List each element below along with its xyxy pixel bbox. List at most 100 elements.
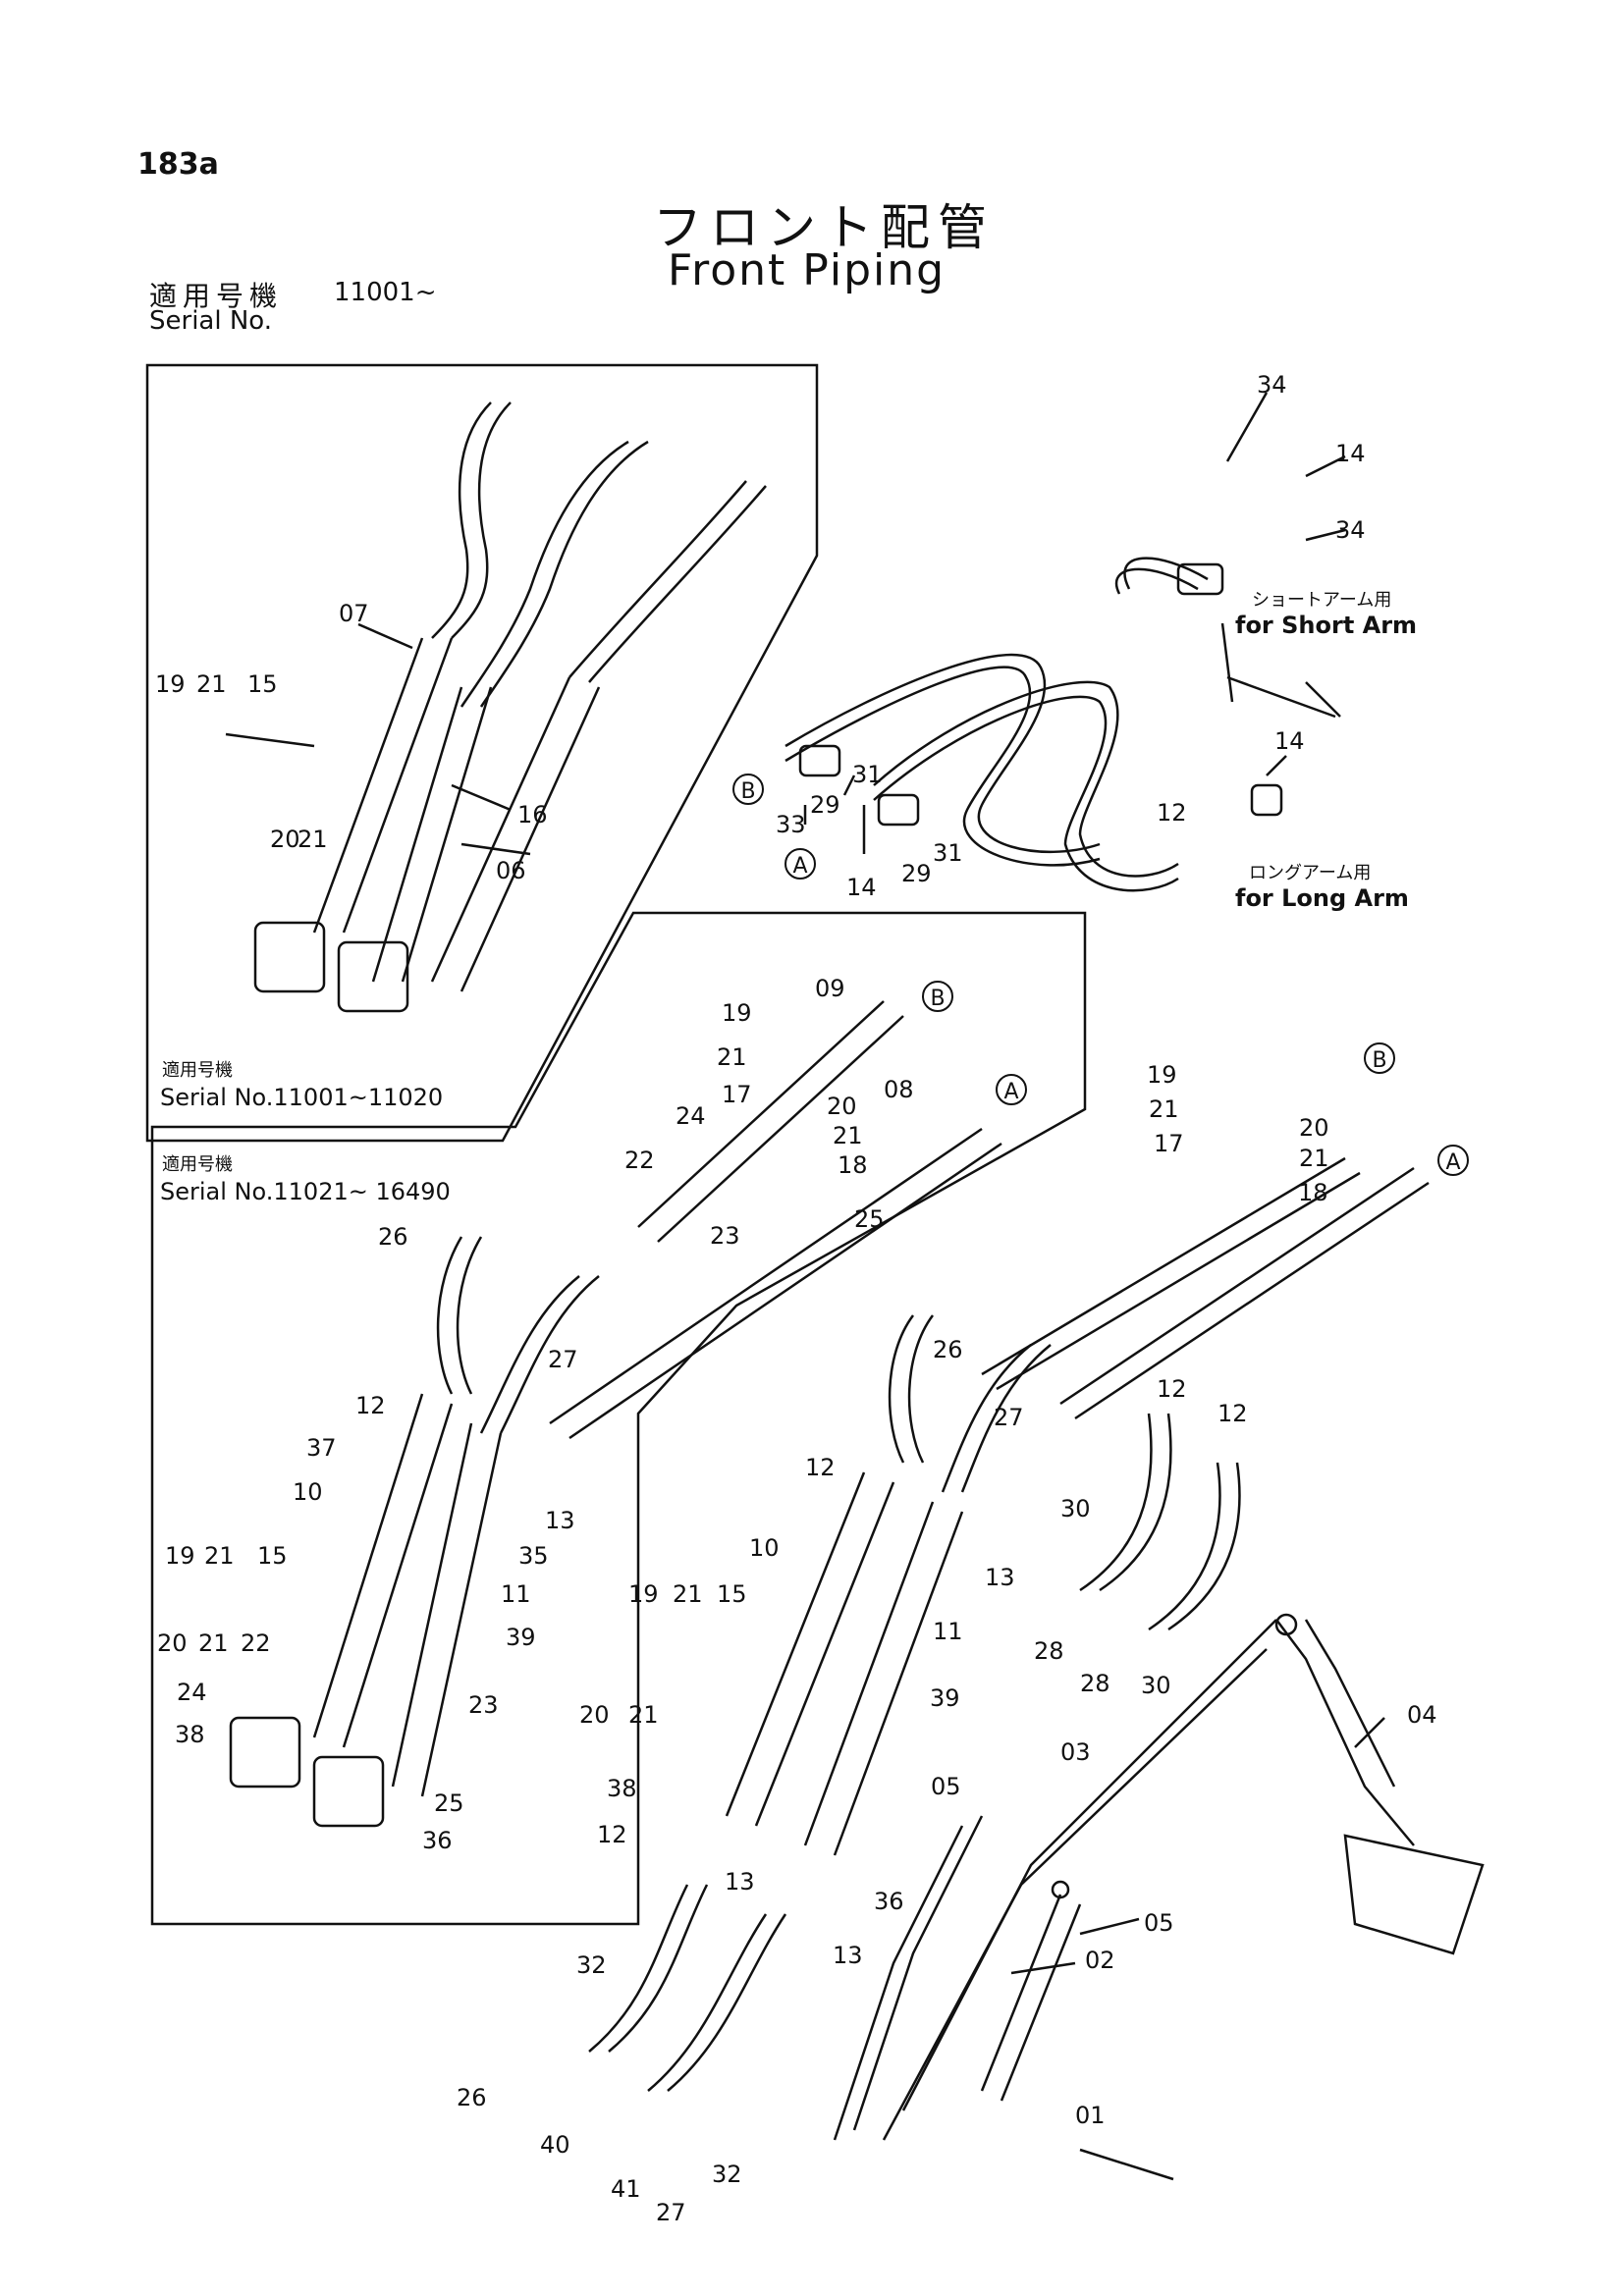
part-number: 13 bbox=[985, 1564, 1015, 1591]
part-number: 29 bbox=[901, 860, 932, 887]
part-number: 20 bbox=[1299, 1114, 1329, 1142]
part-number: 12 bbox=[1217, 1400, 1248, 1427]
part-number: 21 bbox=[1299, 1145, 1329, 1172]
excavator-front-illustration bbox=[833, 1613, 1485, 2141]
arm-notes: ショートアーム用 for Short Arm ロングアーム用 for Long … bbox=[1235, 590, 1417, 912]
part-number: 23 bbox=[468, 1691, 499, 1719]
part-number: 03 bbox=[1060, 1738, 1091, 1766]
part-number: 23 bbox=[710, 1222, 740, 1250]
part-number: 14 bbox=[1335, 440, 1366, 467]
part-number: 21 bbox=[628, 1701, 659, 1729]
part-number: 06 bbox=[496, 857, 526, 884]
marker-b-right: B bbox=[1364, 1042, 1395, 1074]
marker-b-middle: B bbox=[922, 981, 953, 1012]
part-number: 21 bbox=[833, 1122, 863, 1149]
part-number: 22 bbox=[624, 1147, 655, 1174]
part-number: 33 bbox=[776, 811, 806, 838]
serial-value: 11001~ bbox=[334, 278, 437, 307]
part-number: 12 bbox=[1157, 799, 1187, 827]
part-number: 20 bbox=[827, 1093, 857, 1120]
long-arm-note: for Long Arm bbox=[1235, 884, 1409, 912]
marker-a-middle: A bbox=[996, 1074, 1027, 1105]
part-number: 24 bbox=[676, 1102, 706, 1130]
part-number: 01 bbox=[1075, 2102, 1106, 2129]
part-number: 40 bbox=[540, 2131, 570, 2159]
svg-text:A: A bbox=[792, 854, 807, 879]
box-labels: 適用号機 Serial No.11001~11020 適用号機 Serial N… bbox=[160, 1060, 451, 1205]
svg-text:A: A bbox=[1445, 1150, 1460, 1175]
part-number: 28 bbox=[1080, 1670, 1110, 1697]
part-number: 07 bbox=[339, 600, 369, 627]
part-number: 04 bbox=[1407, 1701, 1437, 1729]
part-number: 21 bbox=[673, 1580, 703, 1608]
part-number: 16 bbox=[517, 801, 548, 828]
part-number: 34 bbox=[1257, 371, 1287, 399]
part-number: 21 bbox=[196, 670, 227, 698]
part-number: 17 bbox=[1154, 1130, 1184, 1157]
part-number: 39 bbox=[930, 1684, 960, 1712]
part-number: 20 bbox=[157, 1629, 188, 1657]
box-upper-left-outline bbox=[145, 363, 819, 1143]
serial-label-jp: 適用号機 bbox=[149, 280, 284, 312]
part-number: 21 bbox=[198, 1629, 229, 1657]
part-number: 36 bbox=[874, 1888, 904, 1915]
part-number: 14 bbox=[1274, 727, 1305, 755]
long-arm-note-jp: ロングアーム用 bbox=[1249, 863, 1371, 883]
short-arm-note: for Short Arm bbox=[1235, 612, 1417, 639]
part-number: 25 bbox=[854, 1205, 885, 1233]
part-number: 25 bbox=[434, 1789, 464, 1817]
part-number: 32 bbox=[576, 1951, 607, 1979]
marker-b-upper: B bbox=[732, 774, 764, 805]
part-number: 11 bbox=[933, 1618, 963, 1645]
part-number: 14 bbox=[846, 874, 877, 901]
part-number: 21 bbox=[717, 1043, 747, 1071]
hose-bundle-upper-left bbox=[253, 401, 767, 1013]
marker-a-right: A bbox=[1437, 1145, 1469, 1176]
part-number: 15 bbox=[247, 670, 278, 698]
part-number: 20 bbox=[270, 826, 300, 853]
part-number: 09 bbox=[815, 975, 845, 1002]
hose-bundle-bottom bbox=[588, 1884, 787, 2092]
part-number: 11 bbox=[501, 1580, 531, 1608]
part-number: 12 bbox=[597, 1821, 627, 1848]
part-number: 15 bbox=[257, 1542, 288, 1570]
box-middle-outline bbox=[150, 911, 1087, 1926]
part-number: 21 bbox=[298, 826, 328, 853]
part-number: 24 bbox=[177, 1679, 207, 1706]
part-number: 41 bbox=[611, 2175, 641, 2203]
part-number: 13 bbox=[833, 1942, 863, 1969]
part-number: 27 bbox=[548, 1346, 578, 1373]
leader-lines bbox=[225, 392, 1385, 2181]
short-arm-note-jp: ショートアーム用 bbox=[1252, 590, 1391, 611]
part-number: 27 bbox=[994, 1404, 1024, 1431]
circle-markers: B A B A B A bbox=[732, 774, 1469, 1176]
part-number: 37 bbox=[306, 1434, 337, 1462]
part-number: 18 bbox=[1298, 1179, 1328, 1206]
page-title-jp: フロント配管 bbox=[653, 199, 995, 256]
part-number: 12 bbox=[805, 1454, 836, 1481]
part-number: 21 bbox=[204, 1542, 235, 1570]
serial-label: Serial No. bbox=[149, 306, 272, 336]
part-number: 38 bbox=[175, 1721, 205, 1748]
part-number: 35 bbox=[518, 1542, 549, 1570]
svg-text:B: B bbox=[1372, 1048, 1386, 1073]
hose-bundle-middle bbox=[229, 1000, 1002, 1828]
part-number: 10 bbox=[293, 1478, 323, 1506]
part-number: 17 bbox=[722, 1081, 752, 1108]
part-number: 10 bbox=[749, 1534, 780, 1562]
part-number: 02 bbox=[1085, 1947, 1115, 1974]
hose-bundle-right-center bbox=[725, 1156, 1430, 1856]
part-number: 28 bbox=[1034, 1637, 1064, 1665]
part-number: 12 bbox=[1157, 1375, 1187, 1403]
part-number: 05 bbox=[931, 1773, 961, 1800]
part-number: 19 bbox=[1147, 1061, 1177, 1089]
part-number: 19 bbox=[155, 670, 186, 698]
part-number: 26 bbox=[378, 1223, 408, 1251]
part-number: 08 bbox=[884, 1076, 914, 1103]
box-lower-left-label: Serial No.11021~ 16490 bbox=[160, 1178, 451, 1205]
part-number: 27 bbox=[656, 2199, 686, 2226]
box-lower-left-label-jp: 適用号機 bbox=[162, 1154, 233, 1175]
part-number: 29 bbox=[810, 791, 840, 819]
part-number: 38 bbox=[607, 1775, 637, 1802]
box-upper-left-label-jp: 適用号機 bbox=[162, 1060, 233, 1081]
